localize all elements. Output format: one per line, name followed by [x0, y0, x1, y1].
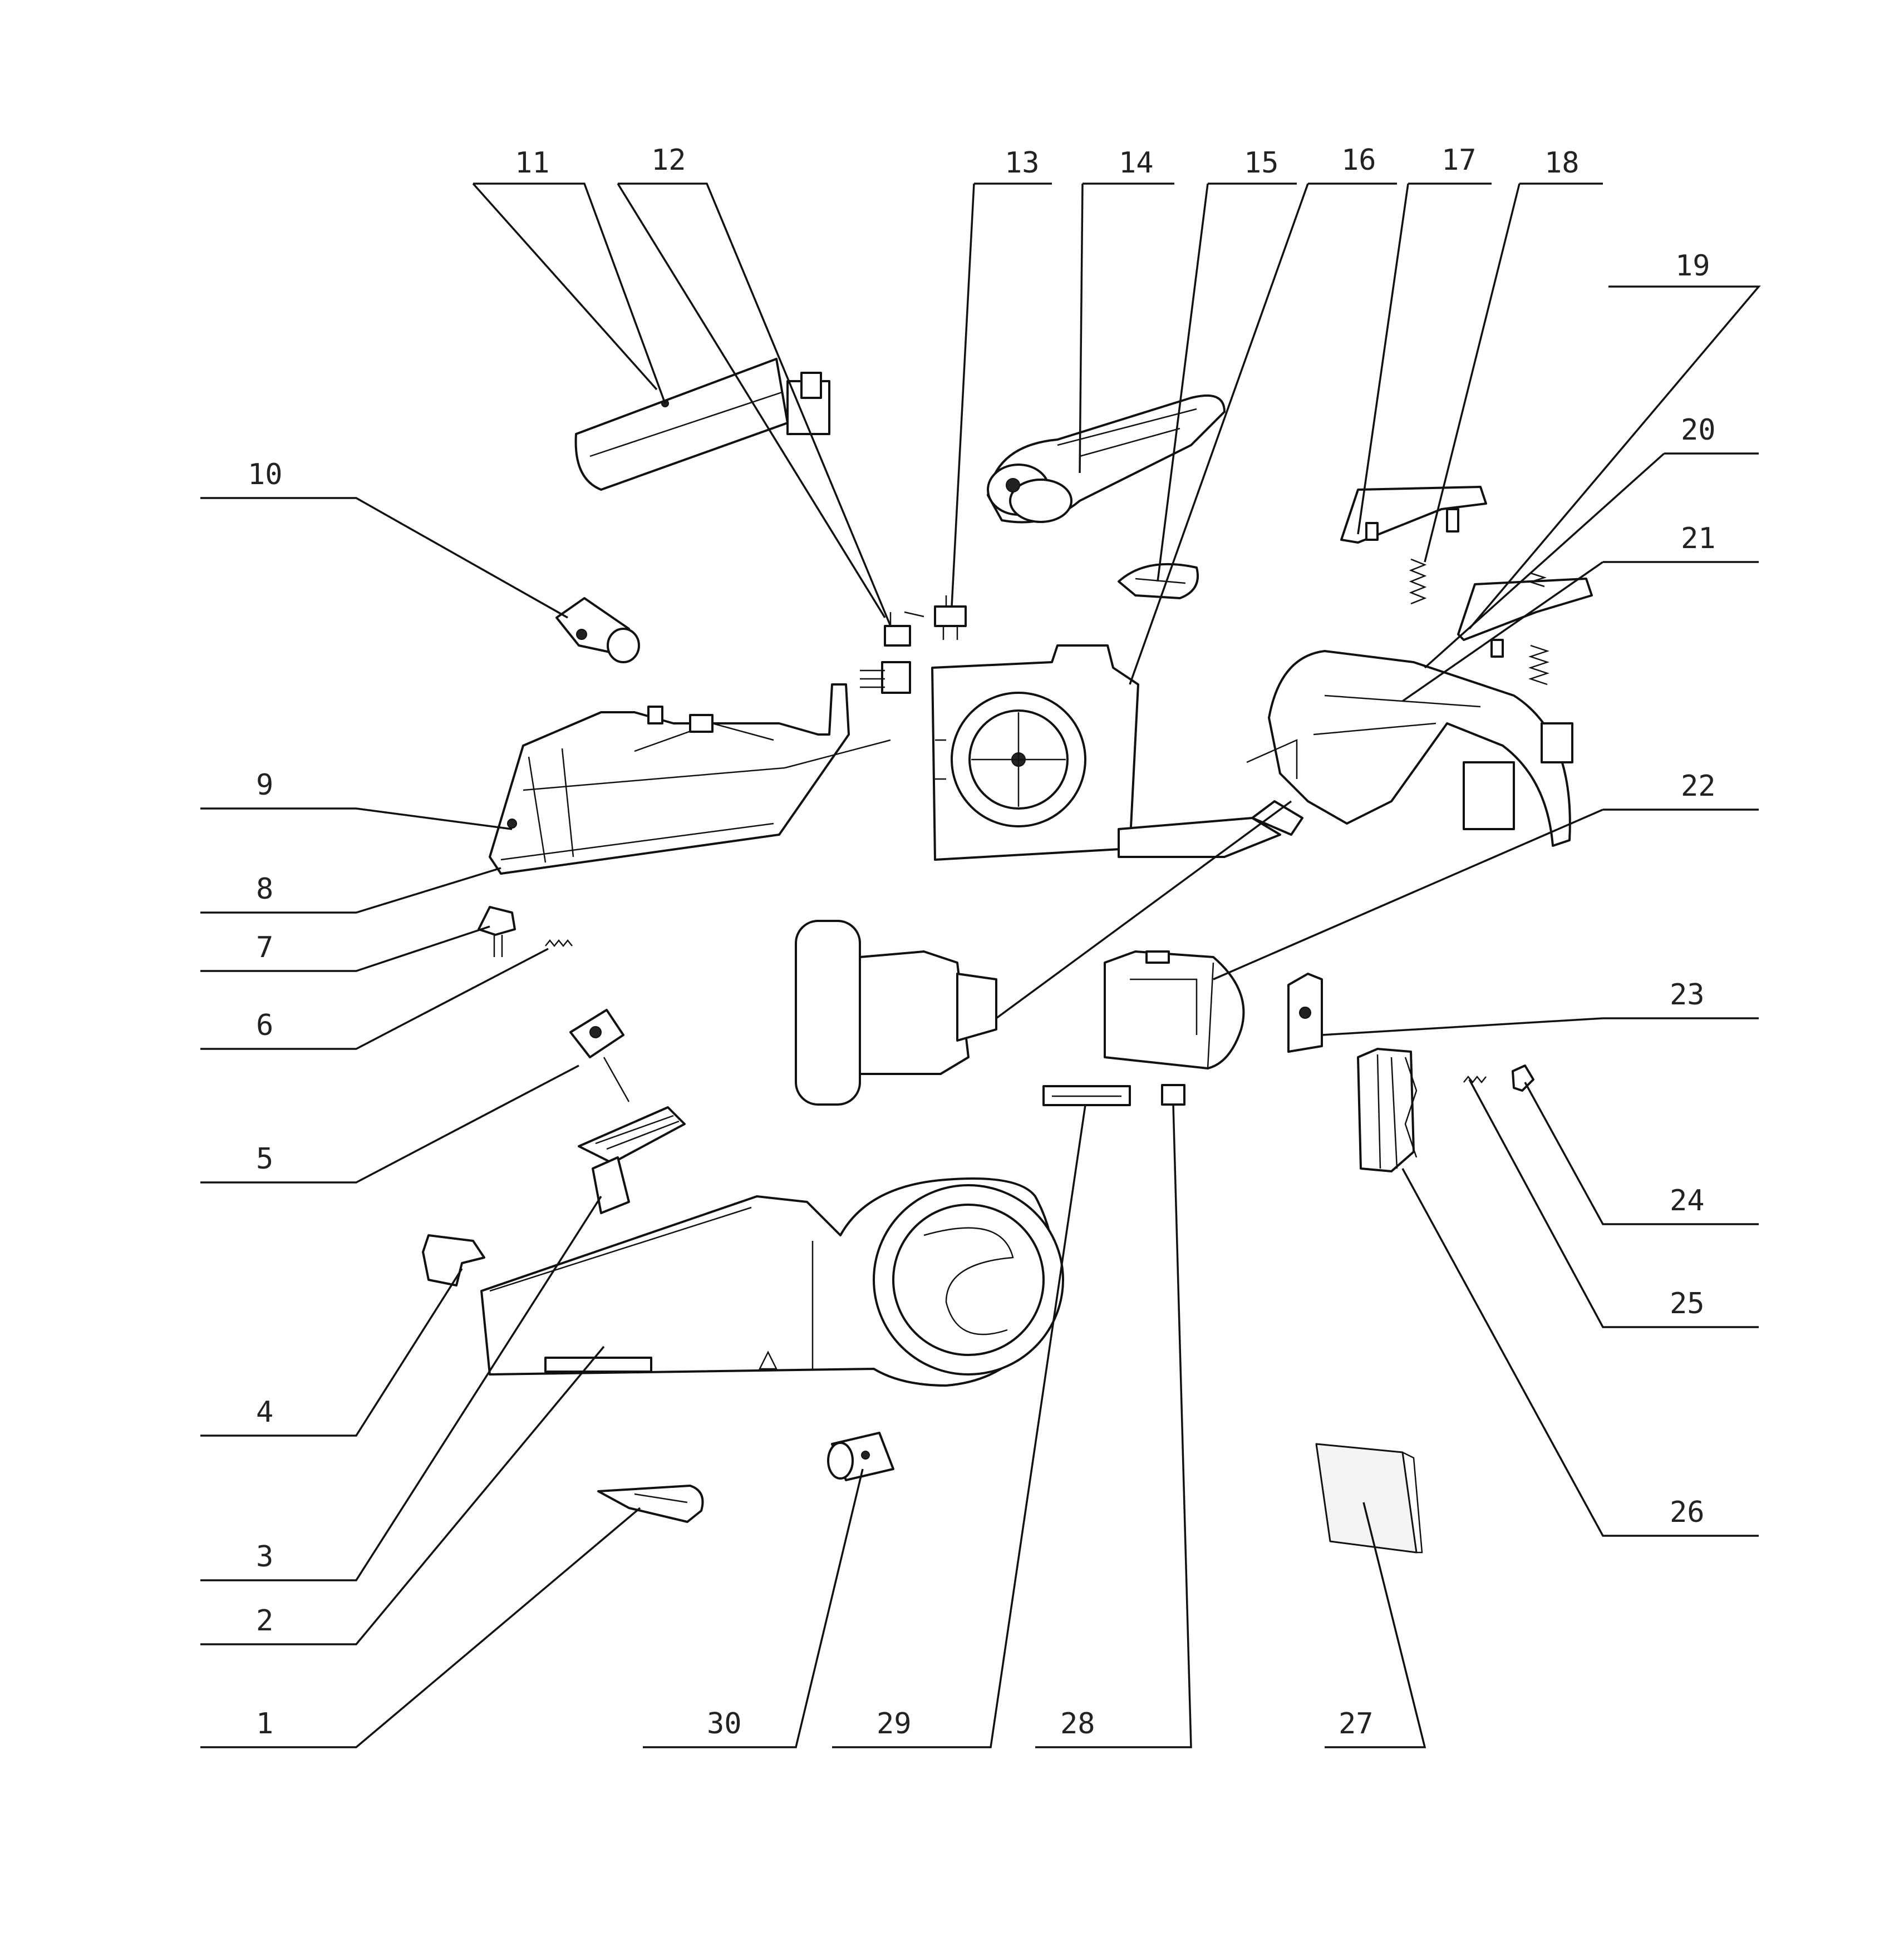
callout-10: 10 [248, 458, 283, 491]
callout-13: 13 [1005, 146, 1040, 180]
part-20-rear-body [1246, 650, 1573, 847]
callout-7: 7 [256, 931, 273, 964]
part-10-latch [555, 597, 640, 663]
part-9-top-shell [489, 683, 891, 875]
callout-labels: 1 2 3 4 5 6 7 8 9 10 11 12 13 14 15 16 1… [248, 144, 1716, 1741]
callout-22: 22 [1681, 770, 1716, 803]
part-17-top-cover [1340, 486, 1487, 544]
callout-14: 14 [1119, 146, 1154, 180]
part-27-filter-pad [1315, 1443, 1423, 1554]
part-12-switch [860, 611, 924, 694]
part-19-upper-cover [1457, 572, 1593, 658]
part-26-filter [1357, 1048, 1418, 1172]
callout-9: 9 [256, 768, 273, 802]
part-11-handle-cover [574, 358, 830, 491]
callout-20: 20 [1681, 413, 1716, 447]
part-21-spring [1528, 644, 1549, 686]
part-25-spring [1463, 1075, 1487, 1084]
callout-11: 11 [515, 146, 550, 180]
part-24-clip [1512, 1064, 1534, 1092]
part-7-clip [478, 906, 516, 957]
callout-15: 15 [1244, 146, 1279, 180]
callout-30: 30 [707, 1707, 742, 1741]
callout-21: 21 [1681, 522, 1716, 555]
callout-12: 12 [651, 144, 686, 177]
callout-25: 25 [1670, 1287, 1705, 1320]
part-3-bracket [578, 1106, 686, 1214]
part-23-side-panel [1287, 973, 1323, 1053]
callout-24: 24 [1670, 1184, 1705, 1217]
part-6-spring [545, 939, 573, 948]
callout-3: 3 [256, 1540, 273, 1574]
part-18-spring [1409, 558, 1427, 605]
part-16-motor-housing [931, 644, 1303, 861]
callout-16: 16 [1341, 144, 1376, 177]
callout-28: 28 [1060, 1707, 1095, 1741]
callout-18: 18 [1544, 146, 1580, 180]
callout-5: 5 [256, 1142, 273, 1176]
part-motor [795, 920, 997, 1106]
part-29-strip [1042, 1085, 1131, 1106]
part-1-nozzle [597, 1485, 704, 1523]
part-13-connector [934, 595, 967, 640]
part-28-block [1161, 1084, 1185, 1106]
part-4-bracket [422, 1234, 485, 1286]
part-2-base-body [480, 1177, 1064, 1387]
part-5-plate [569, 1009, 630, 1102]
callout-2: 2 [256, 1604, 273, 1638]
part-30-cylinder [827, 1432, 894, 1481]
callout-8: 8 [256, 872, 273, 906]
callout-19: 19 [1675, 249, 1710, 283]
callout-6: 6 [256, 1009, 273, 1042]
part-22-filter-housing [1104, 950, 1245, 1069]
part-14-handle-grip [987, 394, 1226, 524]
callout-26: 26 [1670, 1496, 1705, 1529]
callout-23: 23 [1670, 978, 1705, 1012]
callout-17: 17 [1441, 144, 1477, 177]
callout-27: 27 [1339, 1707, 1374, 1741]
callout-4: 4 [256, 1396, 273, 1429]
callout-29: 29 [877, 1707, 912, 1741]
callout-1: 1 [256, 1707, 273, 1741]
leader-lines [200, 183, 1761, 1748]
